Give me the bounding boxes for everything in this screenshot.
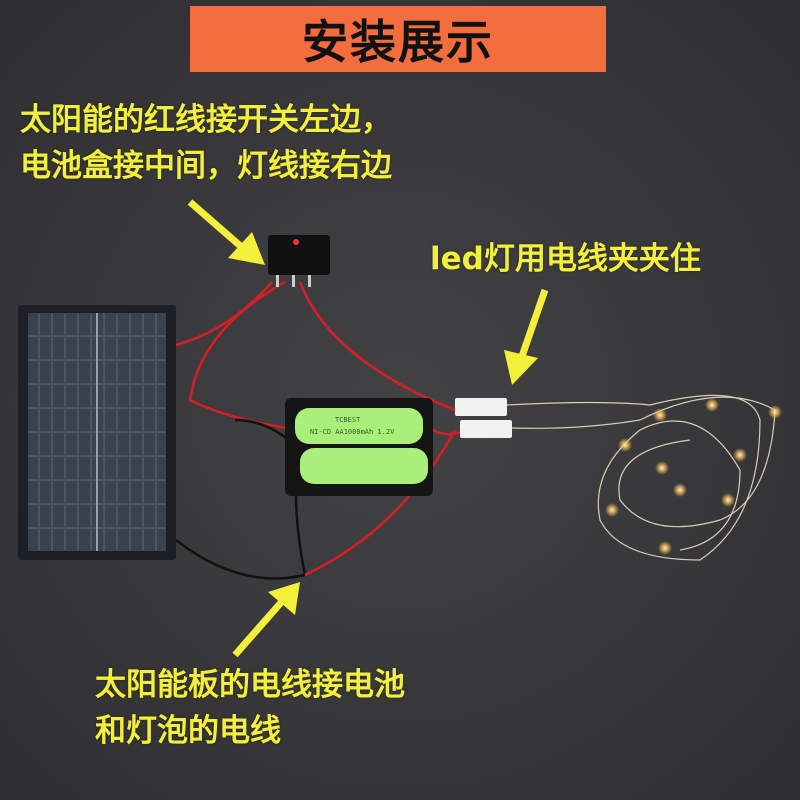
led-lights <box>605 398 782 555</box>
wire-connectors <box>455 398 512 438</box>
arrows <box>187 199 549 658</box>
rocker-switch <box>268 235 330 287</box>
solar-note: 太阳能板的电线接电池 和灯泡的电线 <box>95 662 405 754</box>
solar-note-line-2: 和灯泡的电线 <box>95 713 281 749</box>
led-note: led灯用电线夹夹住 <box>430 241 701 277</box>
battery-brand: TCBEST <box>335 416 361 424</box>
arrow-to-connector-icon <box>504 288 549 385</box>
battery-spec: NI-CD AA1000mAh 1.2V <box>310 428 395 436</box>
solar-note-line-1: 太阳能板的电线接电池 <box>95 667 405 703</box>
title: 安装展示 <box>302 15 494 69</box>
switch-note: 太阳能的红线接开关左边， 电池盒接中间，灯线接右边 <box>20 97 392 189</box>
arrow-to-splice-icon <box>232 582 300 658</box>
solar-panel <box>18 305 176 560</box>
switch-note-line-2: 电池盒接中间，灯线接右边 <box>20 148 392 184</box>
arrow-to-switch-icon <box>187 199 265 265</box>
battery-holder: TCBEST NI-CD AA1000mAh 1.2V <box>285 398 433 496</box>
switch-note-line-1: 太阳能的红线接开关左边， <box>20 102 392 138</box>
led-string <box>506 394 776 561</box>
title-banner: 安装展示 <box>190 6 606 72</box>
